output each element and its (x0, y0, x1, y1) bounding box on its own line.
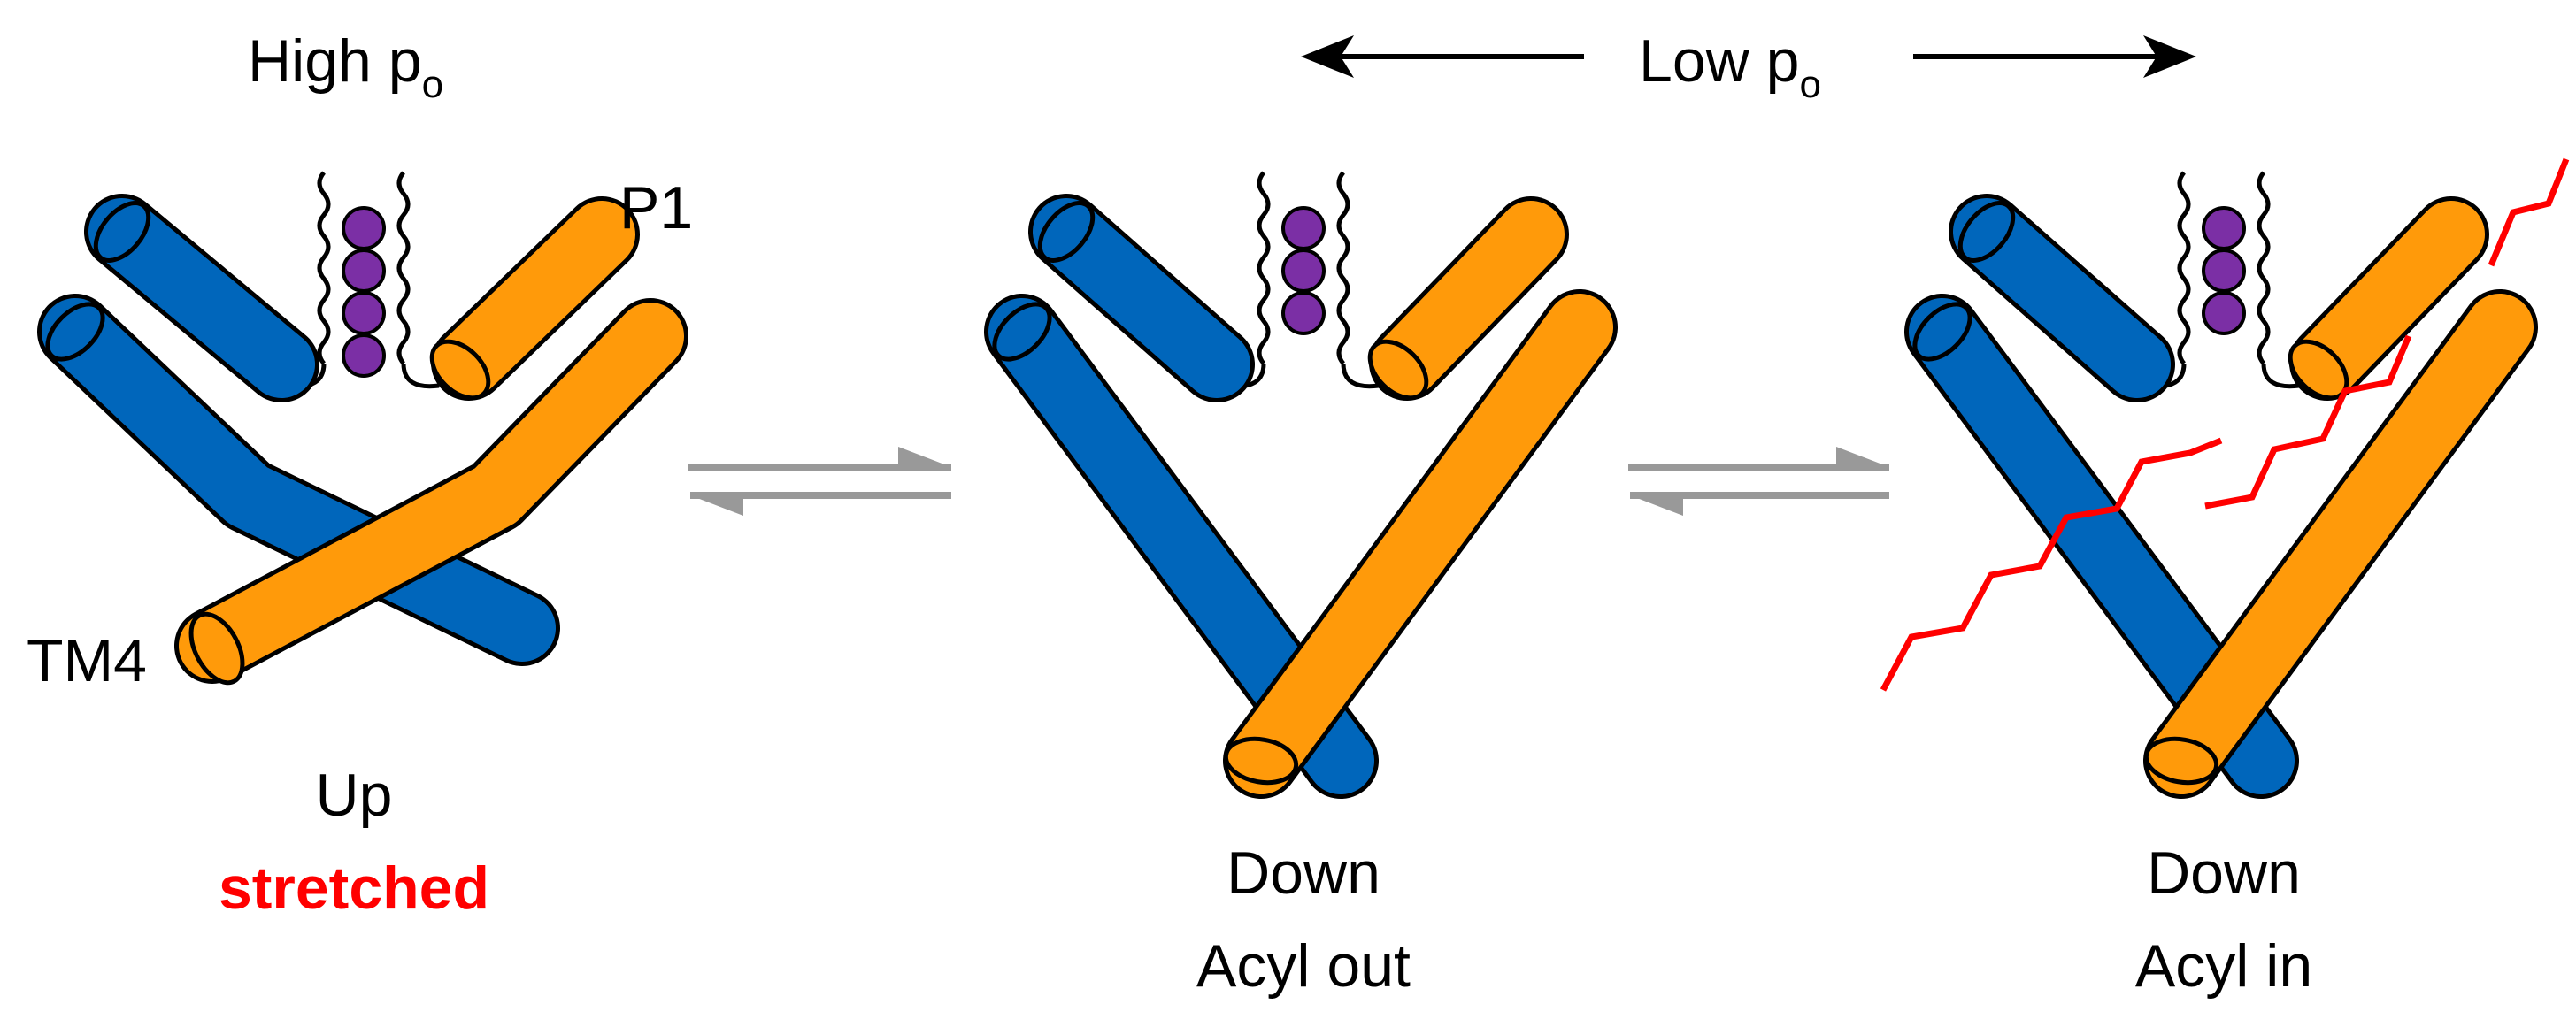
p1-helix-orange (429, 196, 640, 401)
p1-helix-blue (1028, 194, 1255, 402)
selectivity-filter (2148, 172, 2300, 389)
low-po-right-arrow (1913, 35, 2196, 78)
acyl-chain-upper (2204, 334, 2412, 510)
state-down-acyl-out-line2: Acyl out (1196, 932, 1411, 1000)
p1-label: P1 (619, 174, 693, 241)
ion (1281, 206, 1326, 250)
state-down-acyl-in-line2: Acyl in (2135, 932, 2312, 1000)
p1-helix-blue (1949, 194, 2175, 402)
acyl-chain-tip (2488, 157, 2570, 267)
p1-helix-blue (84, 194, 319, 402)
ion (2202, 206, 2246, 250)
tm4-helix-orange (174, 298, 688, 686)
tm4-helix-orange (2143, 289, 2538, 799)
acyl-chain-lower (1880, 437, 2223, 692)
tm4-helix-orange (1223, 289, 1618, 799)
equilibrium-arrow-1 (688, 447, 951, 516)
equilibrium-arrow-2 (1628, 447, 1889, 516)
ion (342, 249, 386, 293)
state-up-line1: Up (316, 762, 393, 829)
ion (342, 333, 386, 378)
tm4-helix-blue (37, 294, 560, 666)
ion (2202, 291, 2246, 335)
ion (342, 206, 386, 250)
state-down-acyl-in: Down Acyl in (1880, 157, 2570, 1000)
p1-helix-orange (2288, 196, 2489, 401)
state-down-acyl-out: Down Acyl out (984, 172, 1618, 1000)
state-down-acyl-in-line1: Down (2147, 839, 2301, 907)
ion (2202, 249, 2246, 293)
tm4-label: TM4 (27, 627, 147, 694)
selectivity-filter (1227, 172, 1380, 389)
state-up-line2: stretched (219, 855, 489, 922)
p1-helix-orange (1367, 196, 1569, 401)
state-down-acyl-out-line1: Down (1226, 839, 1380, 907)
state-up: P1 TM4 Up stretched (27, 172, 693, 922)
ion (342, 291, 386, 335)
low-po-left-arrow (1301, 35, 1584, 78)
ion (1281, 249, 1326, 293)
selectivity-filter (288, 172, 440, 389)
high-po-label: High po (248, 27, 443, 106)
ion (1281, 291, 1326, 335)
low-po-label: Low po (1639, 27, 1821, 106)
